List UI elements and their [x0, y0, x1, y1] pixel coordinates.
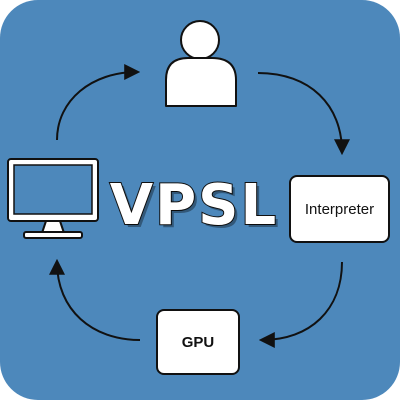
edge-user-to-interpreter: [257, 72, 350, 156]
edge-gpu-to-monitor: [49, 258, 141, 341]
gpu-node: GPU: [156, 309, 240, 375]
edge-interpreter-to-gpu: [258, 261, 343, 348]
monitor-icon: [7, 158, 99, 239]
interpreter-node: Interpreter: [289, 175, 390, 243]
diagram-title: VPSL: [109, 172, 279, 239]
user-icon: [165, 20, 237, 107]
edge-monitor-to-user: [56, 64, 141, 141]
